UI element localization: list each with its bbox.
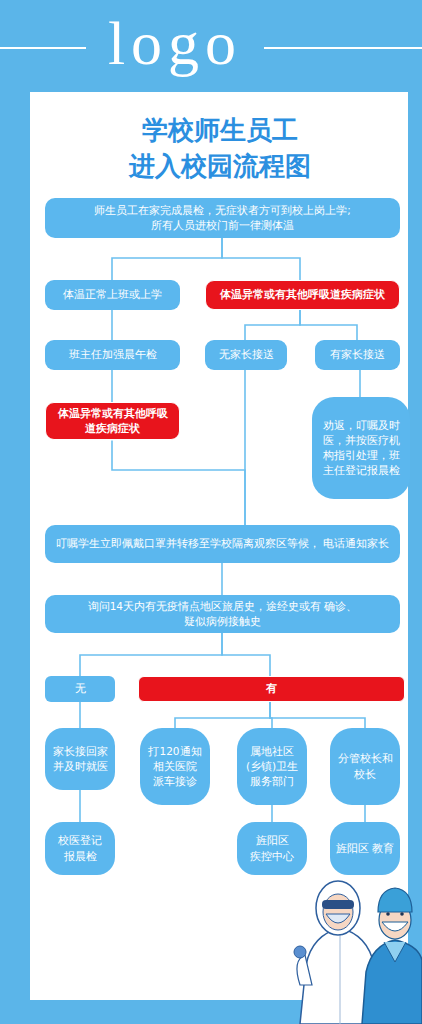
node-text: 有 — [266, 681, 277, 696]
flow-connector — [111, 310, 113, 340]
poster-title: 学校师生员工 进入校园流程图 — [100, 112, 340, 184]
process-box: 师生员工在家完成晨检，无症状者方可到校上岗上学; 所有人员进校门前一律测体温 — [45, 198, 400, 238]
logo-text: logo — [80, 12, 270, 74]
flow-connector — [221, 563, 223, 595]
scrubs-figure-part — [379, 901, 411, 939]
header-rule — [0, 47, 86, 49]
flow-connector — [359, 370, 361, 397]
process-box: 无家长接送 — [205, 340, 287, 370]
node-text: 师生员工在家完成晨检，无症状者方可到校上岗上学; 所有人员进校门前一律测体温 — [50, 203, 395, 233]
process-box: 无 — [45, 676, 115, 702]
node-text: 属地社区 (乡镇)卫生 服务部门 — [242, 744, 302, 790]
alert-box: 体温异常或有其他呼吸道疾病症状 — [205, 280, 400, 310]
node-text: 旌阳区 疾控中心 — [242, 833, 302, 863]
node-text: 无 — [75, 681, 86, 696]
flow-connector — [270, 702, 365, 728]
flow-connector — [222, 238, 300, 280]
node-text: 班主任加强晨午检 — [69, 347, 157, 362]
protective-suit-figure-part — [322, 900, 354, 909]
node-text: 分管校长和 校长 — [335, 751, 395, 781]
node-text: 询问14天内有无疫情点地区旅居史，途经史或有 确诊、疑似病例接触史 — [50, 599, 395, 629]
protective-suit-figure-part — [300, 928, 380, 1024]
flow-connector — [112, 440, 245, 525]
scrubs-figure-part — [384, 942, 406, 962]
process-box: 打120通知 相关医院 派车接诊 — [140, 728, 210, 805]
process-box: 班主任加强晨午检 — [45, 340, 180, 370]
protective-suit-figure-part — [323, 894, 353, 930]
node-text: 有家长接送 — [330, 347, 385, 362]
flow-connector — [111, 370, 113, 402]
protective-suit-figure-part — [297, 955, 312, 985]
process-box: 询问14天内有无疫情点地区旅居史，途经史或有 确诊、疑似病例接触史 — [45, 595, 400, 633]
protective-suit-figure-part — [294, 946, 306, 958]
flow-connector — [364, 805, 366, 822]
node-text: 体温异常或有其他呼吸道疾病症状 — [220, 287, 385, 302]
node-text: 打120通知 相关医院 派车接诊 — [145, 744, 205, 790]
node-text: 旌阳区 教育 — [336, 841, 394, 856]
process-box: 叮嘱学生立即佩戴口罩并转移至学校隔离观察区等候， 电话通知家长 — [45, 525, 400, 563]
alert-box: 体温异常或有其他呼吸 道疾病症状 — [45, 402, 180, 440]
flow-connector — [80, 633, 222, 676]
scrubs-figure-part — [382, 922, 408, 931]
process-box: 劝返，叮嘱及时 医，并按医疗机 构指引处理，班 主任登记报晨检 — [312, 397, 410, 499]
flow-connector — [112, 238, 222, 280]
scrubs-figure — [362, 888, 422, 1024]
node-text: 叮嘱学生立即佩戴口罩并转移至学校隔离观察区等候， 电话通知家长 — [56, 536, 389, 551]
node-text: 体温异常或有其他呼吸 道疾病症状 — [51, 406, 174, 436]
node-text: 无家长接送 — [219, 347, 274, 362]
scrubs-figure-part — [386, 912, 390, 916]
process-box: 校医登记 报晨检 — [45, 822, 115, 875]
process-box: 有家长接送 — [315, 340, 400, 370]
scrubs-figure-part — [400, 912, 404, 916]
node-text: 体温正常上班或上学 — [63, 287, 162, 302]
protective-suit-figure-part — [316, 881, 360, 935]
flow-connector — [79, 702, 81, 728]
process-box: 旌阳区 教育 — [330, 822, 400, 875]
flow-connector — [175, 702, 270, 728]
process-box: 属地社区 (乡镇)卫生 服务部门 — [237, 728, 307, 805]
process-box: 体温正常上班或上学 — [45, 280, 180, 310]
protective-suit-figure-part — [326, 914, 350, 923]
protective-suit-figure — [294, 881, 380, 1024]
header-rule — [264, 47, 422, 49]
white-panel — [30, 92, 408, 1000]
flow-connector — [222, 633, 270, 676]
scrubs-figure-part — [362, 940, 422, 1024]
flow-connector — [271, 805, 273, 822]
process-box: 旌阳区 疾控中心 — [237, 822, 307, 875]
process-box: 家长接回家 并及时就医 — [45, 728, 115, 790]
flow-connector — [300, 310, 357, 340]
node-text: 家长接回家 并及时就医 — [50, 744, 110, 774]
alert-box: 有 — [138, 676, 405, 702]
node-text: 校医登记 报晨检 — [50, 833, 110, 863]
protective-suit-figure-part — [340, 928, 341, 1024]
flow-connector — [245, 310, 300, 340]
flow-connector — [79, 790, 81, 822]
node-text: 劝返，叮嘱及时 医，并按医疗机 构指引处理，班 主任登记报晨检 — [317, 418, 405, 479]
scrubs-figure-part — [378, 888, 412, 912]
process-box: 分管校长和 校长 — [330, 728, 400, 805]
